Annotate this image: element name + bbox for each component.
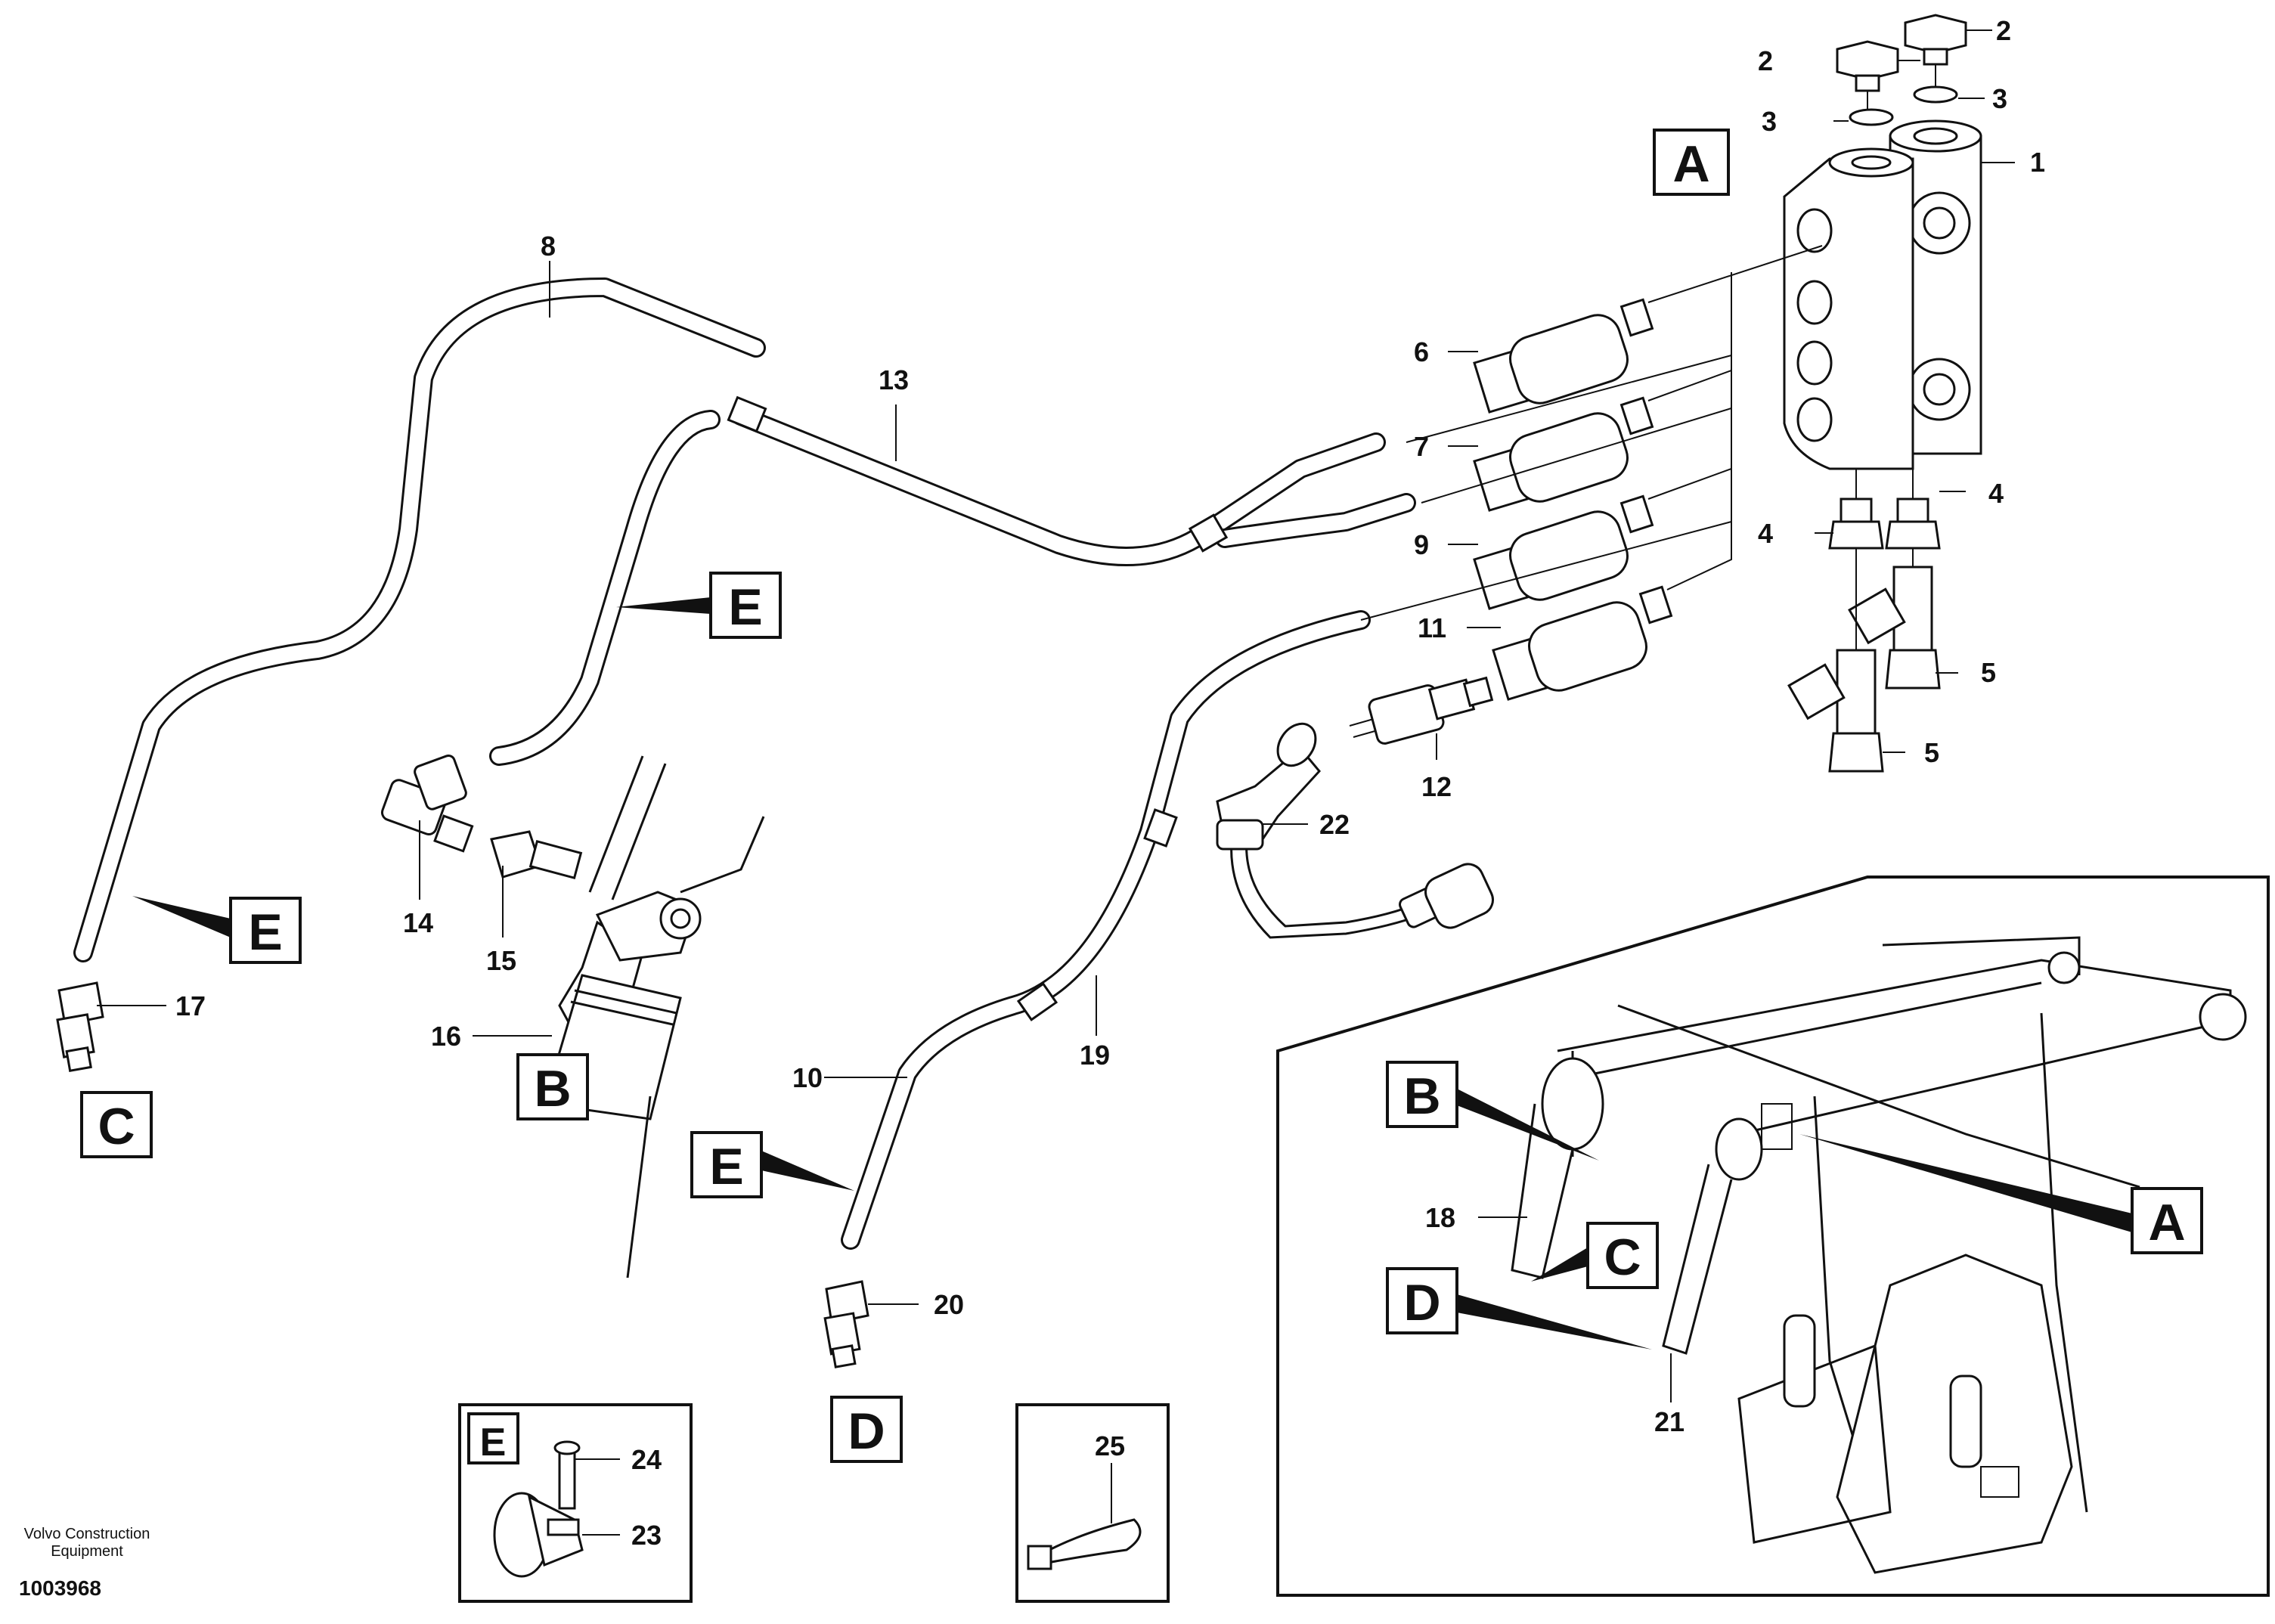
- manifold-block: [1783, 147, 1914, 470]
- letter-E-bottom: E: [709, 1138, 743, 1195]
- callout-8: 8: [541, 231, 556, 262]
- valve-7: [1473, 396, 1654, 512]
- callout-16: 16: [431, 1021, 461, 1052]
- tee-5-right: [1848, 566, 1941, 690]
- letter-E-mid: E: [728, 578, 762, 636]
- callout-3-right: 3: [1992, 83, 2007, 114]
- detail-box-25: [1015, 1403, 1170, 1603]
- letter-A-top: A: [1672, 135, 1709, 193]
- callout-12: 12: [1421, 771, 1452, 802]
- callout-24: 24: [631, 1444, 662, 1475]
- letter-C-inset: C: [1604, 1229, 1641, 1286]
- callout-20: 20: [934, 1289, 964, 1320]
- callout-2-right: 2: [1996, 15, 2011, 46]
- callout-9: 9: [1414, 529, 1429, 560]
- callout-23: 23: [631, 1520, 662, 1551]
- callout-13: 13: [879, 364, 909, 395]
- fitting-4-left: [1828, 497, 1884, 550]
- fitting-17: [56, 981, 104, 1072]
- callout-25: 25: [1095, 1430, 1125, 1461]
- letter-B-left: B: [534, 1060, 571, 1117]
- callout-10: 10: [792, 1062, 823, 1093]
- hose-13-splits: [1200, 432, 1416, 548]
- callout-4-right: 4: [1988, 478, 2004, 509]
- plug-2-right: [1904, 14, 1967, 66]
- valve-11: [1492, 585, 1673, 701]
- callout-7: 7: [1414, 431, 1429, 462]
- callout-19: 19: [1080, 1040, 1110, 1071]
- adapter-15: [490, 830, 583, 880]
- letter-C-left: C: [98, 1098, 135, 1155]
- letter-B-inset: B: [1403, 1068, 1440, 1125]
- callout-5-right: 5: [1981, 657, 1996, 688]
- elbow-connector-22: [1216, 722, 1321, 851]
- hose-8-17: [73, 277, 766, 962]
- hose-13-main: [731, 406, 1220, 566]
- callout-2-left: 2: [1758, 45, 1773, 76]
- hose-13-branch: [489, 410, 721, 766]
- callout-3-left: 3: [1762, 106, 1777, 137]
- callout-1: 1: [2030, 147, 2045, 178]
- tee-5-left: [1787, 649, 1884, 773]
- callout-21: 21: [1654, 1406, 1685, 1437]
- credit-line-1: Volvo Construction: [24, 1526, 150, 1542]
- valve-9: [1473, 494, 1654, 610]
- plug-2-left: [1836, 40, 1899, 92]
- callout-15: 15: [486, 945, 516, 976]
- callout-18: 18: [1425, 1202, 1455, 1233]
- callout-6: 6: [1414, 336, 1429, 367]
- elbow-14: [380, 754, 474, 853]
- valve-6: [1473, 298, 1654, 414]
- callout-17: 17: [175, 990, 206, 1021]
- callout-4-left: 4: [1758, 518, 1773, 549]
- callout-11: 11: [1418, 612, 1446, 643]
- washer-3-right: [1913, 85, 1958, 104]
- callout-22: 22: [1319, 809, 1350, 840]
- callout-5-bottom: 5: [1924, 737, 1939, 768]
- document-number: 1003968: [19, 1576, 101, 1600]
- letter-A-inset: A: [2148, 1194, 2185, 1251]
- fitting-4-right: [1885, 497, 1941, 550]
- credit-line-2: Equipment: [51, 1543, 123, 1560]
- letter-E-detail: E: [480, 1421, 507, 1464]
- pressure-switch-12: [1349, 676, 1494, 745]
- plug-end: [1399, 863, 1494, 929]
- cylinder-16: [543, 755, 765, 1278]
- fitting-20: [823, 1280, 869, 1368]
- letter-D-inset: D: [1403, 1274, 1440, 1331]
- letter-D-bottom: D: [848, 1402, 885, 1460]
- letter-E-left: E: [248, 903, 282, 961]
- hose-10-19: [841, 610, 1371, 1250]
- washer-3-left: [1849, 108, 1894, 126]
- callout-14: 14: [403, 907, 433, 938]
- inset-loader-frame: [1276, 876, 2270, 1597]
